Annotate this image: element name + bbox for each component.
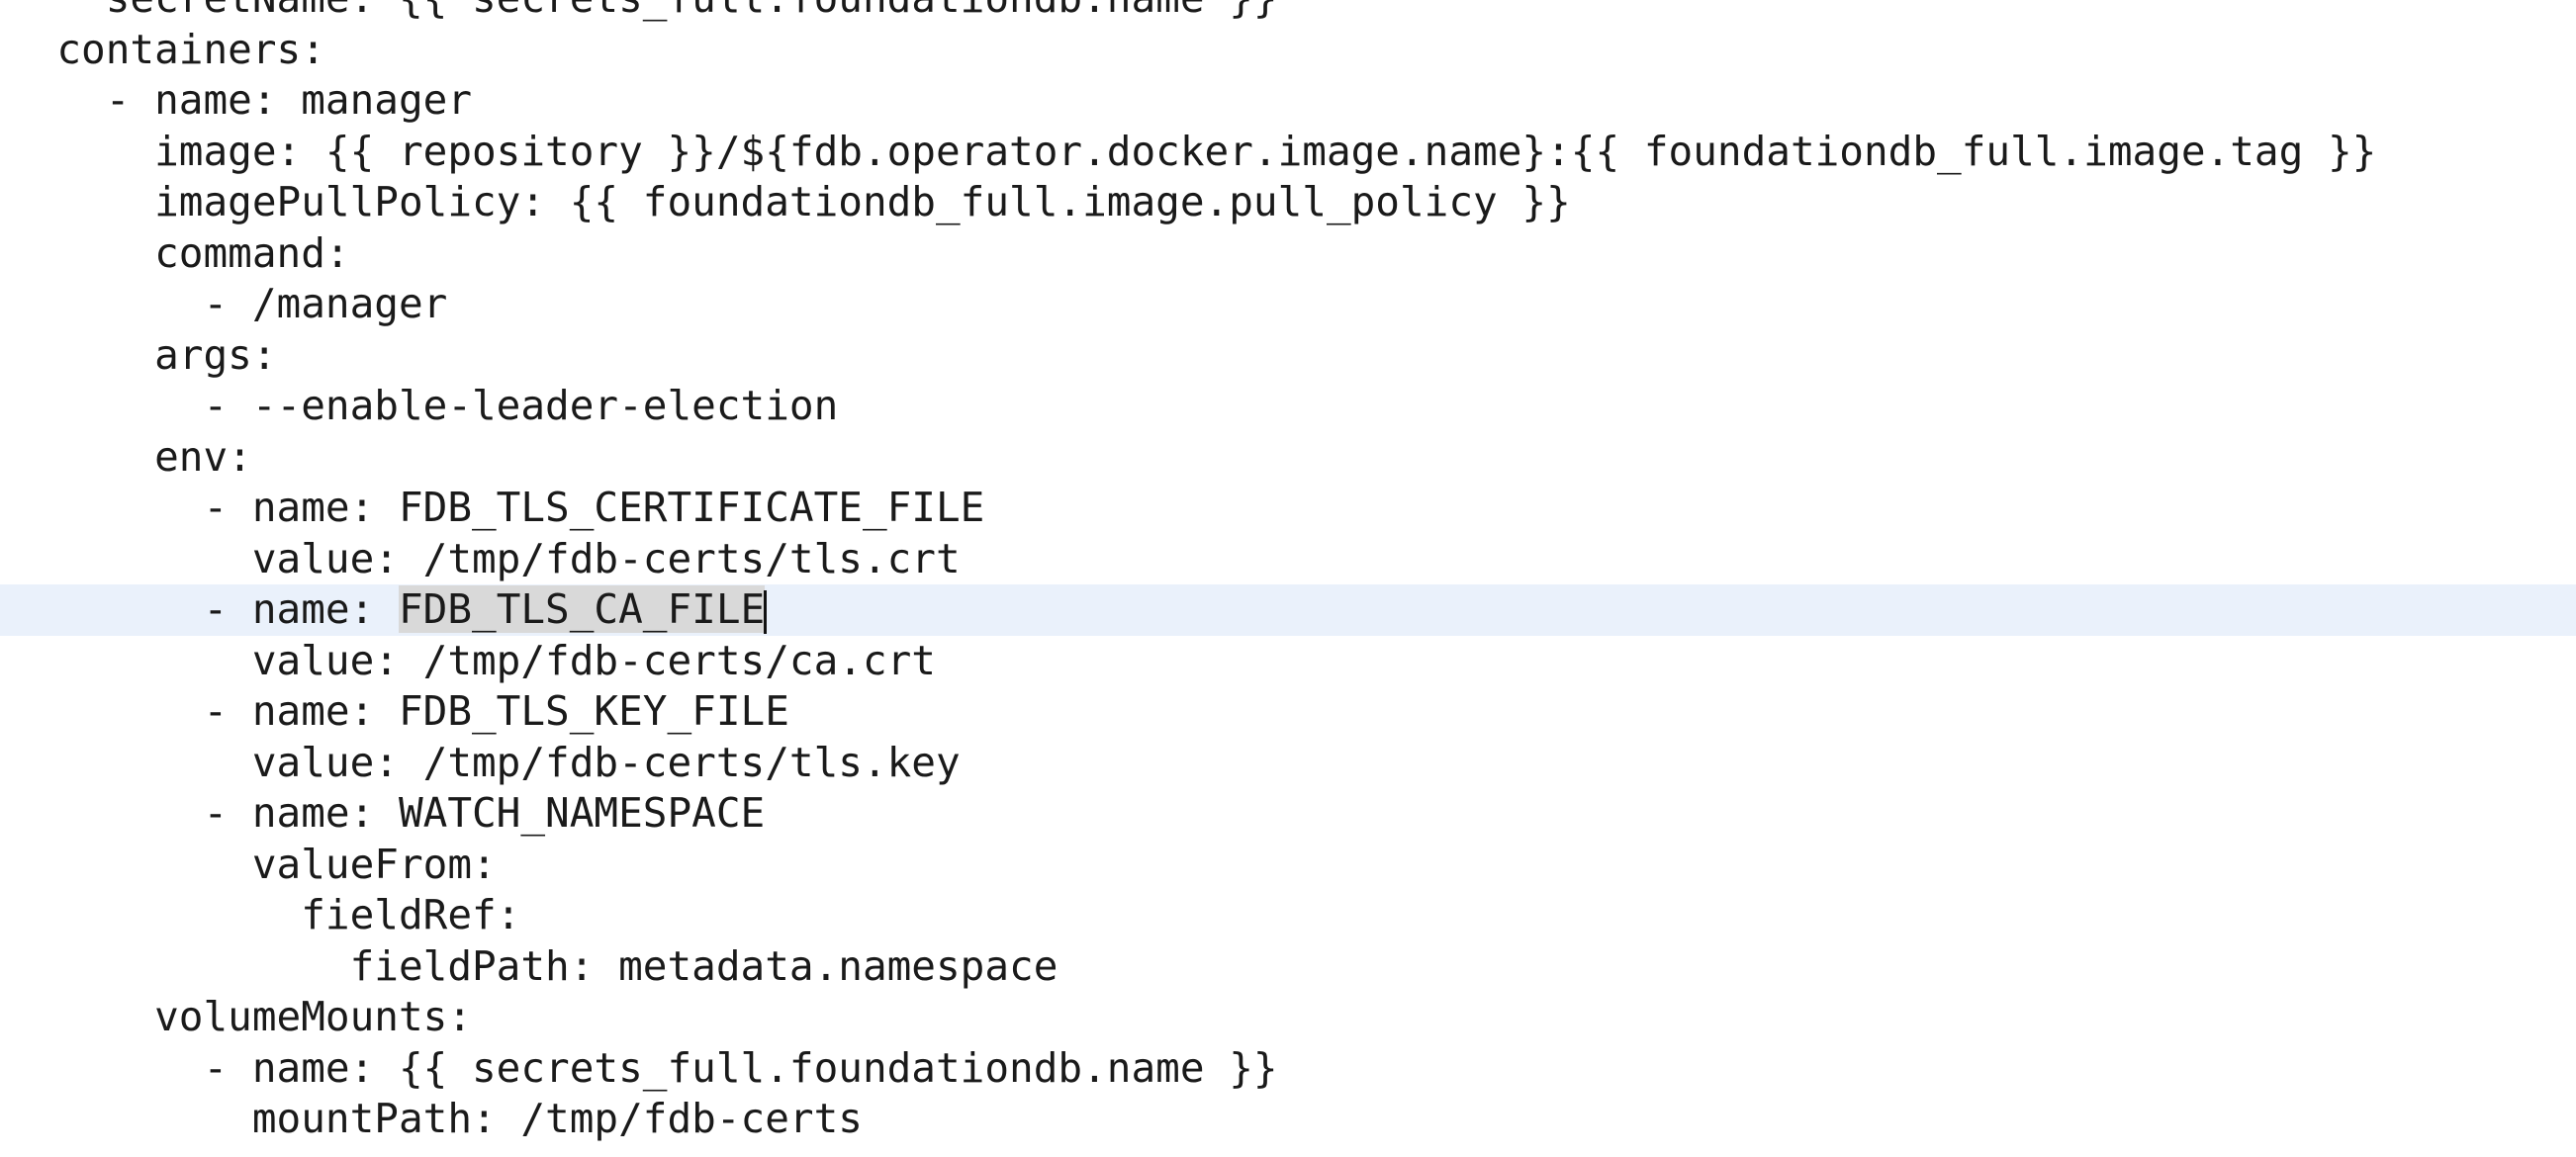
code-line[interactable]: value: /tmp/fdb-certs/tls.key [8,738,961,786]
code-line[interactable]: - --enable-leader-election [8,382,839,429]
code-line[interactable]: fieldPath: metadata.namespace [8,941,1058,990]
code-line[interactable]: resources: [0,1145,2576,1157]
code-line[interactable]: valueFrom: [8,840,497,888]
selected-text[interactable]: FDB_TLS_CA_FILE [398,585,766,633]
code-line[interactable]: secretName: {{ secrets_full.foundationdb… [0,0,2576,25]
code-line[interactable]: - /manager [8,280,448,327]
code-line[interactable]: value: /tmp/fdb-certs/ca.crt [8,636,936,684]
code-line[interactable]: value: /tmp/fdb-certs/tls.crt [8,534,961,582]
current-code-line[interactable]: - name: FDB_TLS_CA_FILE [0,584,2576,636]
code-line[interactable]: - name: {{ secrets_full.foundationdb.nam… [8,1043,1278,1092]
code-line[interactable]: imagePullPolicy: {{ foundationdb_full.im… [8,178,1571,225]
code-line[interactable]: - name: FDB_TLS_KEY_FILE [8,687,789,735]
code-line[interactable]: mountPath: /tmp/fdb-certs [8,1095,863,1142]
code-line[interactable]: env: [8,432,252,481]
code-line[interactable]: containers: [8,25,325,73]
code-line[interactable]: volumeMounts: [8,993,472,1040]
code-line-prefix: - name: [8,585,399,633]
code-line[interactable]: fieldRef: [8,891,521,938]
code-line[interactable]: - name: FDB_TLS_CERTIFICATE_FILE [8,484,985,531]
code-line[interactable]: - name: WATCH_NAMESPACE [8,789,766,837]
code-line[interactable]: - name: manager [8,76,472,124]
text-caret [764,590,768,634]
code-line[interactable]: image: {{ repository }}/${fdb.operator.d… [8,127,2377,175]
code-line[interactable]: args: [8,330,277,379]
code-line[interactable]: command: [8,228,350,277]
